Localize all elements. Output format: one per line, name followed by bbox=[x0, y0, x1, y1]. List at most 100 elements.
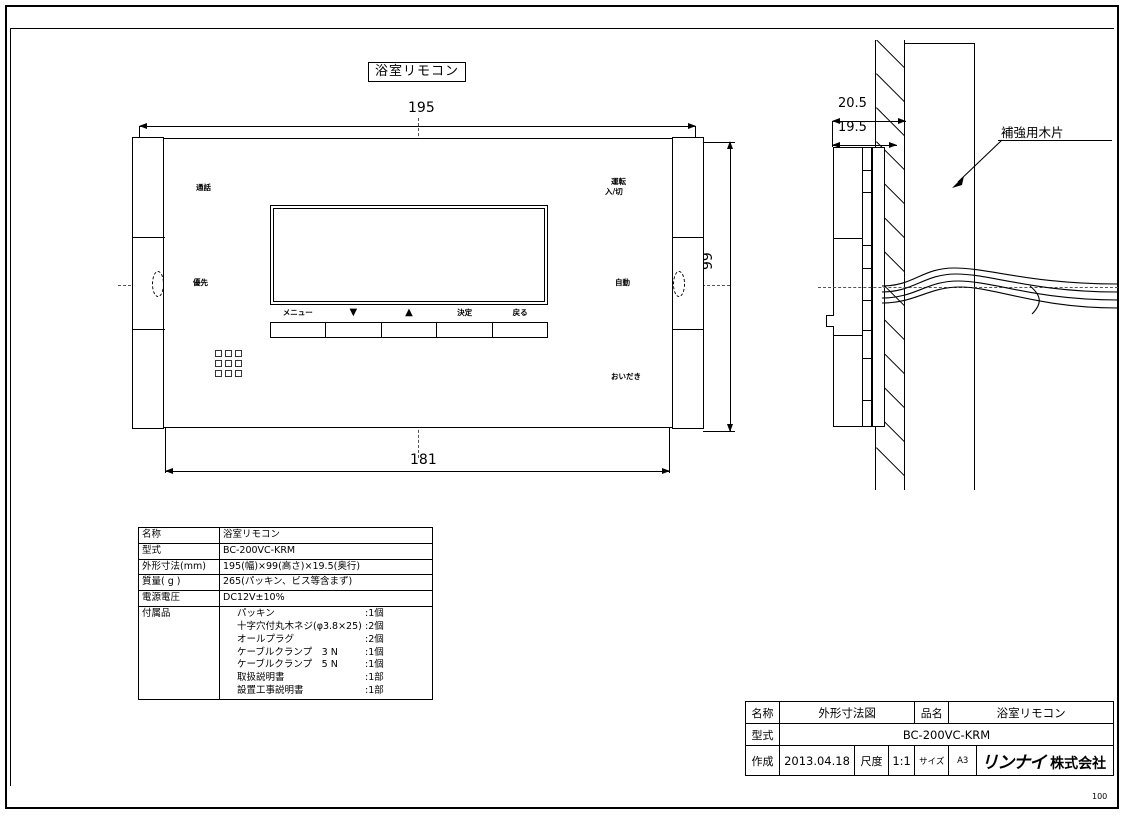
specification-table: 名称 浴室リモコン 型式 BC-200VC-KRM 外形寸法(mm) 195(幅… bbox=[138, 527, 433, 700]
accessory-item: 取扱説明書 :1部 bbox=[223, 672, 429, 685]
spec-key-4: 電源電圧 bbox=[138, 590, 220, 608]
label-operation-line1: 運転 bbox=[611, 177, 626, 186]
button-label-enter: 決定 bbox=[457, 308, 473, 317]
button-up[interactable] bbox=[382, 323, 438, 337]
spec-key-2: 外形寸法(mm) bbox=[138, 558, 220, 576]
note-wood-block-label: 補強用木片 bbox=[1001, 125, 1064, 140]
label-call: 通話 bbox=[196, 183, 211, 192]
dim-20-5-arrow-right bbox=[898, 118, 906, 124]
accessory-name-2: オールプラグ bbox=[237, 633, 295, 645]
dim-181-ext-left bbox=[165, 428, 166, 473]
button-label-down: ▼ bbox=[349, 307, 358, 318]
title-block-row-meta: 作成 2013.04.18 尺度 1:1 サイズ A3 リンナイ 株式会社 bbox=[745, 745, 1114, 776]
dim-99-ext-top bbox=[703, 142, 735, 143]
lcd-display-screen bbox=[273, 208, 545, 302]
dim-181-ext-right bbox=[669, 428, 670, 473]
dim-181-arrow-right bbox=[662, 468, 670, 474]
accessory-item: オールプラグ :2個 bbox=[223, 634, 429, 647]
company-suffix: 株式会社 bbox=[1050, 756, 1107, 772]
spec-value-1: BC-200VC-KRM bbox=[219, 542, 433, 560]
title-item-value: 浴室リモコン bbox=[948, 701, 1114, 724]
spec-key-3: 質量( g ) bbox=[138, 574, 220, 592]
dim-99-line bbox=[730, 142, 731, 432]
side-tick-1 bbox=[862, 170, 872, 171]
bracket-left-divider-bottom bbox=[133, 329, 165, 330]
spec-key-0: 名称 bbox=[138, 527, 220, 544]
button-back[interactable] bbox=[493, 323, 547, 337]
side-tick-5 bbox=[862, 300, 872, 301]
dim-19-5-arrow-left bbox=[832, 142, 840, 148]
dim-181-text: 181 bbox=[410, 452, 437, 468]
accessory-name-6: 設置工事説明書 bbox=[237, 684, 304, 696]
title-block: 名称 外形寸法図 品名 浴室リモコン 型式 BC-200VC-KRM 作成 20… bbox=[745, 701, 1114, 776]
accessory-item: ケーブルクランプ 3 N :1個 bbox=[223, 647, 429, 660]
front-view: メニュー ▼ ▲ 決定 戻る 通話 優先 運転 入/切 自動 おいだき bbox=[132, 137, 704, 429]
accessory-item: ケーブルクランプ 5 N :1個 bbox=[223, 659, 429, 672]
dim-99-arrow-bottom bbox=[727, 424, 733, 432]
title-name-label: 名称 bbox=[745, 701, 780, 724]
note-wood-block-underline bbox=[998, 140, 1112, 141]
title-scale-label: 尺度 bbox=[853, 745, 889, 776]
button-label-row: メニュー ▼ ▲ 決定 戻る bbox=[270, 306, 548, 320]
dim-20-5-arrow-left bbox=[832, 118, 840, 124]
screw-hole-right-icon bbox=[673, 271, 685, 297]
screw-hole-left-icon bbox=[152, 271, 164, 297]
title-size-value: A3 bbox=[948, 745, 978, 776]
bracket-right-divider-bottom bbox=[672, 329, 704, 330]
spec-value-2: 195(幅)×99(高さ)×19.5(奥行) bbox=[219, 558, 433, 576]
title-model-value: BC-200VC-KRM bbox=[779, 723, 1114, 746]
accessory-name-1: 十字穴付丸木ネジ(φ3.8×25) bbox=[237, 620, 362, 632]
label-auto: 自動 bbox=[615, 278, 630, 287]
bracket-left-divider-top bbox=[133, 237, 165, 238]
reinforcement-wood-block bbox=[905, 43, 975, 490]
table-row: 質量( g ) 265(パッキン、ビス等含まず) bbox=[138, 574, 433, 592]
dim-20-5-text: 20.5 bbox=[838, 96, 867, 111]
accessory-item: 設置工事説明書 :1部 bbox=[223, 685, 429, 698]
spec-value-0: 浴室リモコン bbox=[219, 527, 433, 544]
button-label-menu: メニュー bbox=[282, 308, 313, 317]
dim-195-ext-right bbox=[695, 126, 696, 142]
drawing-inner-border bbox=[10, 28, 1114, 786]
company-brand: リンナイ bbox=[981, 753, 1046, 773]
bracket-right-divider-top bbox=[672, 237, 704, 238]
button-label-up: ▲ bbox=[405, 307, 413, 318]
side-bracket-tab-bottom bbox=[833, 335, 862, 336]
dim-195-text: 195 bbox=[408, 100, 435, 116]
dim-195-arrow-left bbox=[139, 123, 147, 129]
table-row: 型式 BC-200VC-KRM bbox=[138, 542, 433, 560]
accessory-name-0: パッキン bbox=[237, 608, 275, 620]
title-created-label: 作成 bbox=[745, 745, 780, 776]
accessory-qty-4: :1個 bbox=[365, 659, 384, 671]
dim-195-ext-left bbox=[139, 126, 140, 142]
title-scale-value: 1:1 bbox=[887, 745, 916, 776]
accessory-qty-0: :1個 bbox=[365, 608, 384, 620]
view-title-label: 浴室リモコン bbox=[368, 62, 467, 83]
button-enter[interactable] bbox=[437, 323, 493, 337]
button-down[interactable] bbox=[326, 323, 382, 337]
side-tick-7 bbox=[862, 358, 872, 359]
dim-19-5-text: 19.5 bbox=[838, 120, 867, 135]
accessory-qty-5: :1部 bbox=[365, 672, 384, 684]
dim-181-line bbox=[166, 471, 670, 472]
dim-19-5-line bbox=[833, 145, 897, 146]
dim-195-arrow-right bbox=[688, 123, 696, 129]
title-block-row-name: 名称 外形寸法図 品名 浴室リモコン bbox=[745, 701, 1114, 724]
side-connector-notch bbox=[826, 315, 834, 327]
dim-20-5-ext-left bbox=[832, 121, 833, 147]
button-label-back: 戻る bbox=[512, 308, 528, 317]
button-row bbox=[270, 322, 548, 338]
spec-key-1: 型式 bbox=[138, 542, 220, 560]
lcd-display-bezel bbox=[270, 205, 548, 305]
side-tick-4 bbox=[862, 268, 872, 269]
button-menu[interactable] bbox=[271, 323, 327, 337]
title-model-label: 型式 bbox=[745, 723, 780, 746]
table-row: 名称 浴室リモコン bbox=[138, 527, 433, 544]
label-operation-line2: 入/切 bbox=[605, 187, 623, 196]
accessory-item: 十字穴付丸木ネジ(φ3.8×25) :2個 bbox=[223, 621, 429, 634]
label-priority: 優先 bbox=[193, 278, 208, 287]
dim-181-arrow-left bbox=[165, 468, 173, 474]
accessory-name-3: ケーブルクランプ 3 N bbox=[237, 646, 338, 658]
title-created-value: 2013.04.18 bbox=[779, 745, 855, 776]
dim-99-arrow-top bbox=[727, 141, 733, 149]
